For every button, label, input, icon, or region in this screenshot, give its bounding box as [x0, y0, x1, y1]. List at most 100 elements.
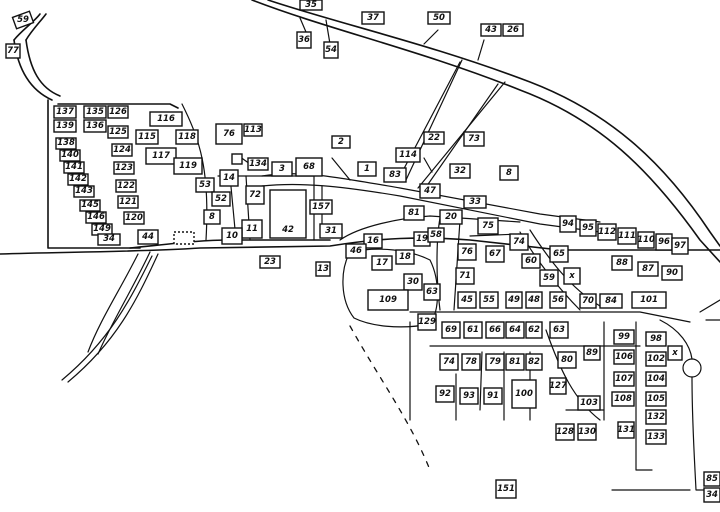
plot-83[interactable]: 83 — [383, 167, 407, 183]
plot-20[interactable]: 20 — [439, 209, 463, 225]
plot-26[interactable]: 26 — [502, 23, 524, 37]
plot-139[interactable]: 139 — [53, 119, 77, 133]
plot-125[interactable]: 125 — [107, 125, 129, 139]
plot-110[interactable]: 110 — [637, 231, 655, 249]
plot-71[interactable]: 71 — [455, 267, 475, 285]
plot-109[interactable]: 109 — [367, 289, 409, 311]
plot-157[interactable]: 157 — [309, 199, 333, 215]
plot-95[interactable]: 95 — [579, 219, 597, 237]
plot-65[interactable]: 65 — [549, 245, 569, 263]
plot-63-south[interactable]: 63 — [549, 321, 569, 339]
plot-120[interactable]: 120 — [123, 211, 145, 225]
plot-126[interactable]: 126 — [107, 105, 129, 119]
plot-75[interactable]: 75 — [477, 217, 499, 235]
plot-113[interactable]: 113 — [243, 123, 263, 137]
plot-133[interactable]: 133 — [645, 429, 667, 445]
plot-34[interactable]: 34 — [97, 233, 121, 246]
plot-105[interactable]: 105 — [645, 391, 667, 407]
plot-84[interactable]: 84 — [599, 293, 623, 309]
plot-16[interactable]: 16 — [363, 233, 383, 249]
plot-50[interactable]: 50 — [427, 11, 451, 25]
plot-100[interactable]: 100 — [511, 379, 537, 409]
plot-10[interactable]: 10 — [221, 227, 243, 245]
plot-74-south[interactable]: 74 — [439, 353, 459, 371]
plot-134[interactable]: 134 — [247, 157, 269, 171]
plot-53[interactable]: 53 — [195, 177, 215, 193]
plot-dashed-outline[interactable] — [173, 231, 195, 245]
plot-115[interactable]: 115 — [135, 129, 159, 145]
plot-81-south[interactable]: 81 — [505, 353, 525, 371]
plot-137[interactable]: 137 — [53, 105, 77, 119]
plot-117[interactable]: 117 — [145, 147, 177, 165]
plot-106[interactable]: 106 — [613, 349, 635, 365]
plot-104[interactable]: 104 — [645, 371, 667, 387]
plot-44[interactable]: 44 — [137, 229, 159, 245]
plot-82[interactable]: 82 — [525, 353, 543, 371]
plot-45[interactable]: 45 — [457, 291, 477, 309]
plot-129[interactable]: 129 — [417, 313, 437, 331]
plot-89[interactable]: 89 — [583, 345, 601, 361]
plot-69[interactable]: 69 — [441, 321, 461, 339]
plot-64[interactable]: 64 — [505, 321, 525, 339]
plot-68[interactable]: 68 — [295, 157, 323, 177]
plot-101[interactable]: 101 — [631, 291, 667, 309]
plot-46[interactable]: 46 — [345, 243, 367, 259]
plot-x-marker-east[interactable]: x — [667, 345, 683, 361]
plot-47[interactable]: 47 — [419, 183, 441, 199]
plot-36[interactable]: 36 — [296, 31, 312, 49]
plot-140[interactable]: 140 — [59, 149, 81, 162]
plot-102[interactable]: 102 — [645, 351, 667, 367]
plot-63[interactable]: 63 — [423, 283, 441, 301]
plot-32[interactable]: 32 — [449, 163, 471, 179]
plot-small-square[interactable] — [231, 153, 243, 165]
plot-112[interactable]: 112 — [597, 223, 617, 241]
plot-22[interactable]: 22 — [423, 131, 445, 145]
plot-142[interactable]: 142 — [67, 173, 89, 186]
plot-67[interactable]: 67 — [485, 245, 505, 263]
plot-123[interactable]: 123 — [113, 161, 135, 175]
plot-146[interactable]: 146 — [85, 211, 107, 224]
plot-72[interactable]: 72 — [245, 185, 265, 205]
plot-37[interactable]: 37 — [361, 11, 385, 25]
plot-116[interactable]: 116 — [149, 111, 183, 127]
plot-108[interactable]: 108 — [611, 391, 635, 407]
plot-3[interactable]: 3 — [271, 161, 293, 177]
plot-2[interactable]: 2 — [331, 135, 351, 149]
plot-76[interactable]: 76 — [215, 123, 243, 145]
plot-31[interactable]: 31 — [319, 223, 343, 239]
plot-98[interactable]: 98 — [645, 331, 667, 347]
plot-14[interactable]: 14 — [219, 169, 239, 187]
plot-59-center[interactable]: 59 — [539, 269, 559, 287]
plot-107[interactable]: 107 — [613, 371, 635, 387]
plot-59[interactable]: 59 — [11, 10, 35, 30]
plot-90[interactable]: 90 — [661, 265, 683, 281]
plot-42[interactable]: 42 — [269, 189, 307, 239]
plot-93[interactable]: 93 — [459, 387, 479, 405]
plot-99[interactable]: 99 — [613, 329, 635, 345]
plot-78[interactable]: 78 — [461, 353, 481, 371]
plot-145[interactable]: 145 — [79, 199, 101, 212]
plot-23[interactable]: 23 — [259, 255, 281, 269]
plot-61[interactable]: 61 — [463, 321, 483, 339]
plot-81[interactable]: 81 — [403, 205, 425, 221]
plot-18[interactable]: 18 — [395, 249, 415, 265]
plot-1[interactable]: 1 — [357, 161, 377, 177]
plot-124[interactable]: 124 — [111, 143, 133, 157]
plot-48[interactable]: 48 — [525, 291, 543, 309]
plot-85[interactable]: 85 — [703, 471, 720, 487]
plot-74[interactable]: 74 — [509, 233, 529, 251]
plot-62[interactable]: 62 — [525, 321, 543, 339]
plot-58[interactable]: 58 — [427, 227, 445, 243]
plot-8-west[interactable]: 8 — [203, 209, 221, 225]
plot-11[interactable]: 11 — [241, 219, 263, 239]
plot-135[interactable]: 135 — [83, 105, 107, 119]
plot-141[interactable]: 141 — [63, 161, 85, 174]
plot-70[interactable]: 70 — [579, 293, 597, 309]
plot-96[interactable]: 96 — [655, 233, 673, 251]
plot-56[interactable]: 56 — [549, 291, 567, 309]
plot-138[interactable]: 138 — [55, 137, 77, 150]
plot-87[interactable]: 87 — [637, 261, 659, 277]
plot-8[interactable]: 8 — [499, 165, 519, 181]
plot-54[interactable]: 54 — [323, 41, 339, 59]
plot-19[interactable]: 19 — [413, 231, 431, 247]
